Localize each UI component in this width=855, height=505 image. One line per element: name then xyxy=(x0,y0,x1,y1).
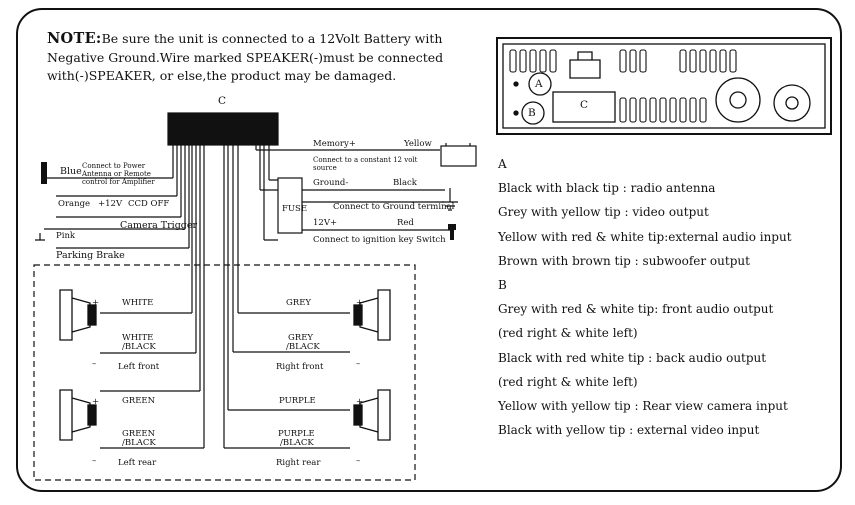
plus-rf: + xyxy=(356,298,364,308)
label-black: Black xyxy=(393,178,417,188)
label-right-rear: Right rear xyxy=(276,458,321,468)
label-ccd-off: CCD OFF xyxy=(128,199,170,209)
legend-item: Grey with yellow tip : video output xyxy=(498,205,709,220)
label-left-front: Left front xyxy=(118,362,160,372)
legend-item: Black with yellow tip : external video i… xyxy=(498,423,760,438)
connector-label: C xyxy=(218,95,227,107)
label-purple-black-1: PURPLE xyxy=(278,429,315,439)
note-text: NOTE:Be sure the unit is connected to a … xyxy=(47,30,444,83)
plus-lr: + xyxy=(92,397,100,407)
speaker-left-rear xyxy=(59,389,97,441)
label-orange: Orange xyxy=(58,199,91,209)
speaker-right-rear xyxy=(353,389,391,441)
minus-lf: – xyxy=(92,359,97,369)
label-green: GREEN xyxy=(122,396,156,406)
label-ground-note: Connect to Ground terminal xyxy=(333,202,455,212)
antenna-icon xyxy=(41,162,47,184)
label-green-black-1: GREEN xyxy=(122,429,156,439)
legend-item: (red right & white left) xyxy=(498,326,638,341)
label-acc-note: Connect to ignition key Switch xyxy=(313,235,446,245)
speaker-left-front xyxy=(59,289,97,341)
plus-lf: + xyxy=(92,298,100,308)
legend-item: (red right & white left) xyxy=(498,374,638,389)
label-left-rear: Left rear xyxy=(118,458,157,468)
label-white: WHITE xyxy=(122,298,154,308)
label-grey-black-1: GREY xyxy=(288,333,314,343)
legend-item: Black with red white tip : back audio ou… xyxy=(498,350,767,365)
label-camera-trigger: Camera Trigger xyxy=(120,220,198,231)
label-red: Red xyxy=(397,218,414,228)
legend-item: Grey with red & white tip: front audio o… xyxy=(498,302,774,317)
legend-item: Yellow with yellow tip : Rear view camer… xyxy=(498,398,788,413)
label-ground: Ground- xyxy=(313,178,349,188)
label-right-front: Right front xyxy=(276,362,324,372)
legend: A Black with black tip : radio antenna G… xyxy=(498,156,792,446)
plus-rr: + xyxy=(356,397,364,407)
label-fuse: FUSE xyxy=(282,204,308,214)
legend-a-heading: A xyxy=(498,157,507,171)
label-green-black-2: /BLACK xyxy=(122,438,156,448)
label-blue-note: Connect to Power Antenna or Remote contr… xyxy=(82,162,155,186)
legend-b-heading: B xyxy=(498,277,507,292)
legend-item: Yellow with red & white tip:external aud… xyxy=(498,229,792,244)
minus-lr: – xyxy=(92,456,97,466)
harness-connector xyxy=(167,112,279,146)
speaker-section xyxy=(33,264,416,481)
label-memory: Memory+ xyxy=(313,139,356,149)
legend-item: Brown with brown tip : subwoofer output xyxy=(498,253,750,268)
legend-item: Black with black tip : radio antenna xyxy=(498,181,716,196)
label-yellow: Yellow xyxy=(404,139,432,149)
ground-icon xyxy=(442,188,458,211)
port-a-label: A xyxy=(535,78,543,90)
label-parking-brake: Parking Brake xyxy=(56,250,125,261)
label-purple-black-2: /BLACK xyxy=(280,438,314,448)
label-white-black-2: /BLACK xyxy=(122,342,156,352)
ignition-key-icon xyxy=(448,224,456,240)
head-unit-rear-panel xyxy=(496,37,832,135)
port-c-label: C xyxy=(580,99,589,111)
label-grey: GREY xyxy=(286,298,312,308)
battery-icon xyxy=(440,145,477,167)
label-acc: 12V+ xyxy=(313,218,338,228)
label-pink: Pink xyxy=(56,231,76,241)
label-purple: PURPLE xyxy=(279,396,316,406)
label-memory-note: Connect to a constant 12 volt source xyxy=(313,156,418,172)
port-b-label: B xyxy=(528,107,536,119)
label-blue: Blue xyxy=(60,166,82,177)
note-label: NOTE: xyxy=(47,30,102,47)
diagram-frame xyxy=(16,8,842,492)
speaker-right-front xyxy=(353,289,391,341)
minus-rf: – xyxy=(356,359,361,369)
label-grey-black-2: /BLACK xyxy=(286,342,320,352)
ground-left-icon xyxy=(35,233,45,241)
minus-rr: – xyxy=(356,456,361,466)
label-white-black-1: WHITE xyxy=(122,333,154,343)
label-12v: +12V xyxy=(98,199,123,209)
fuse-box xyxy=(277,177,303,234)
